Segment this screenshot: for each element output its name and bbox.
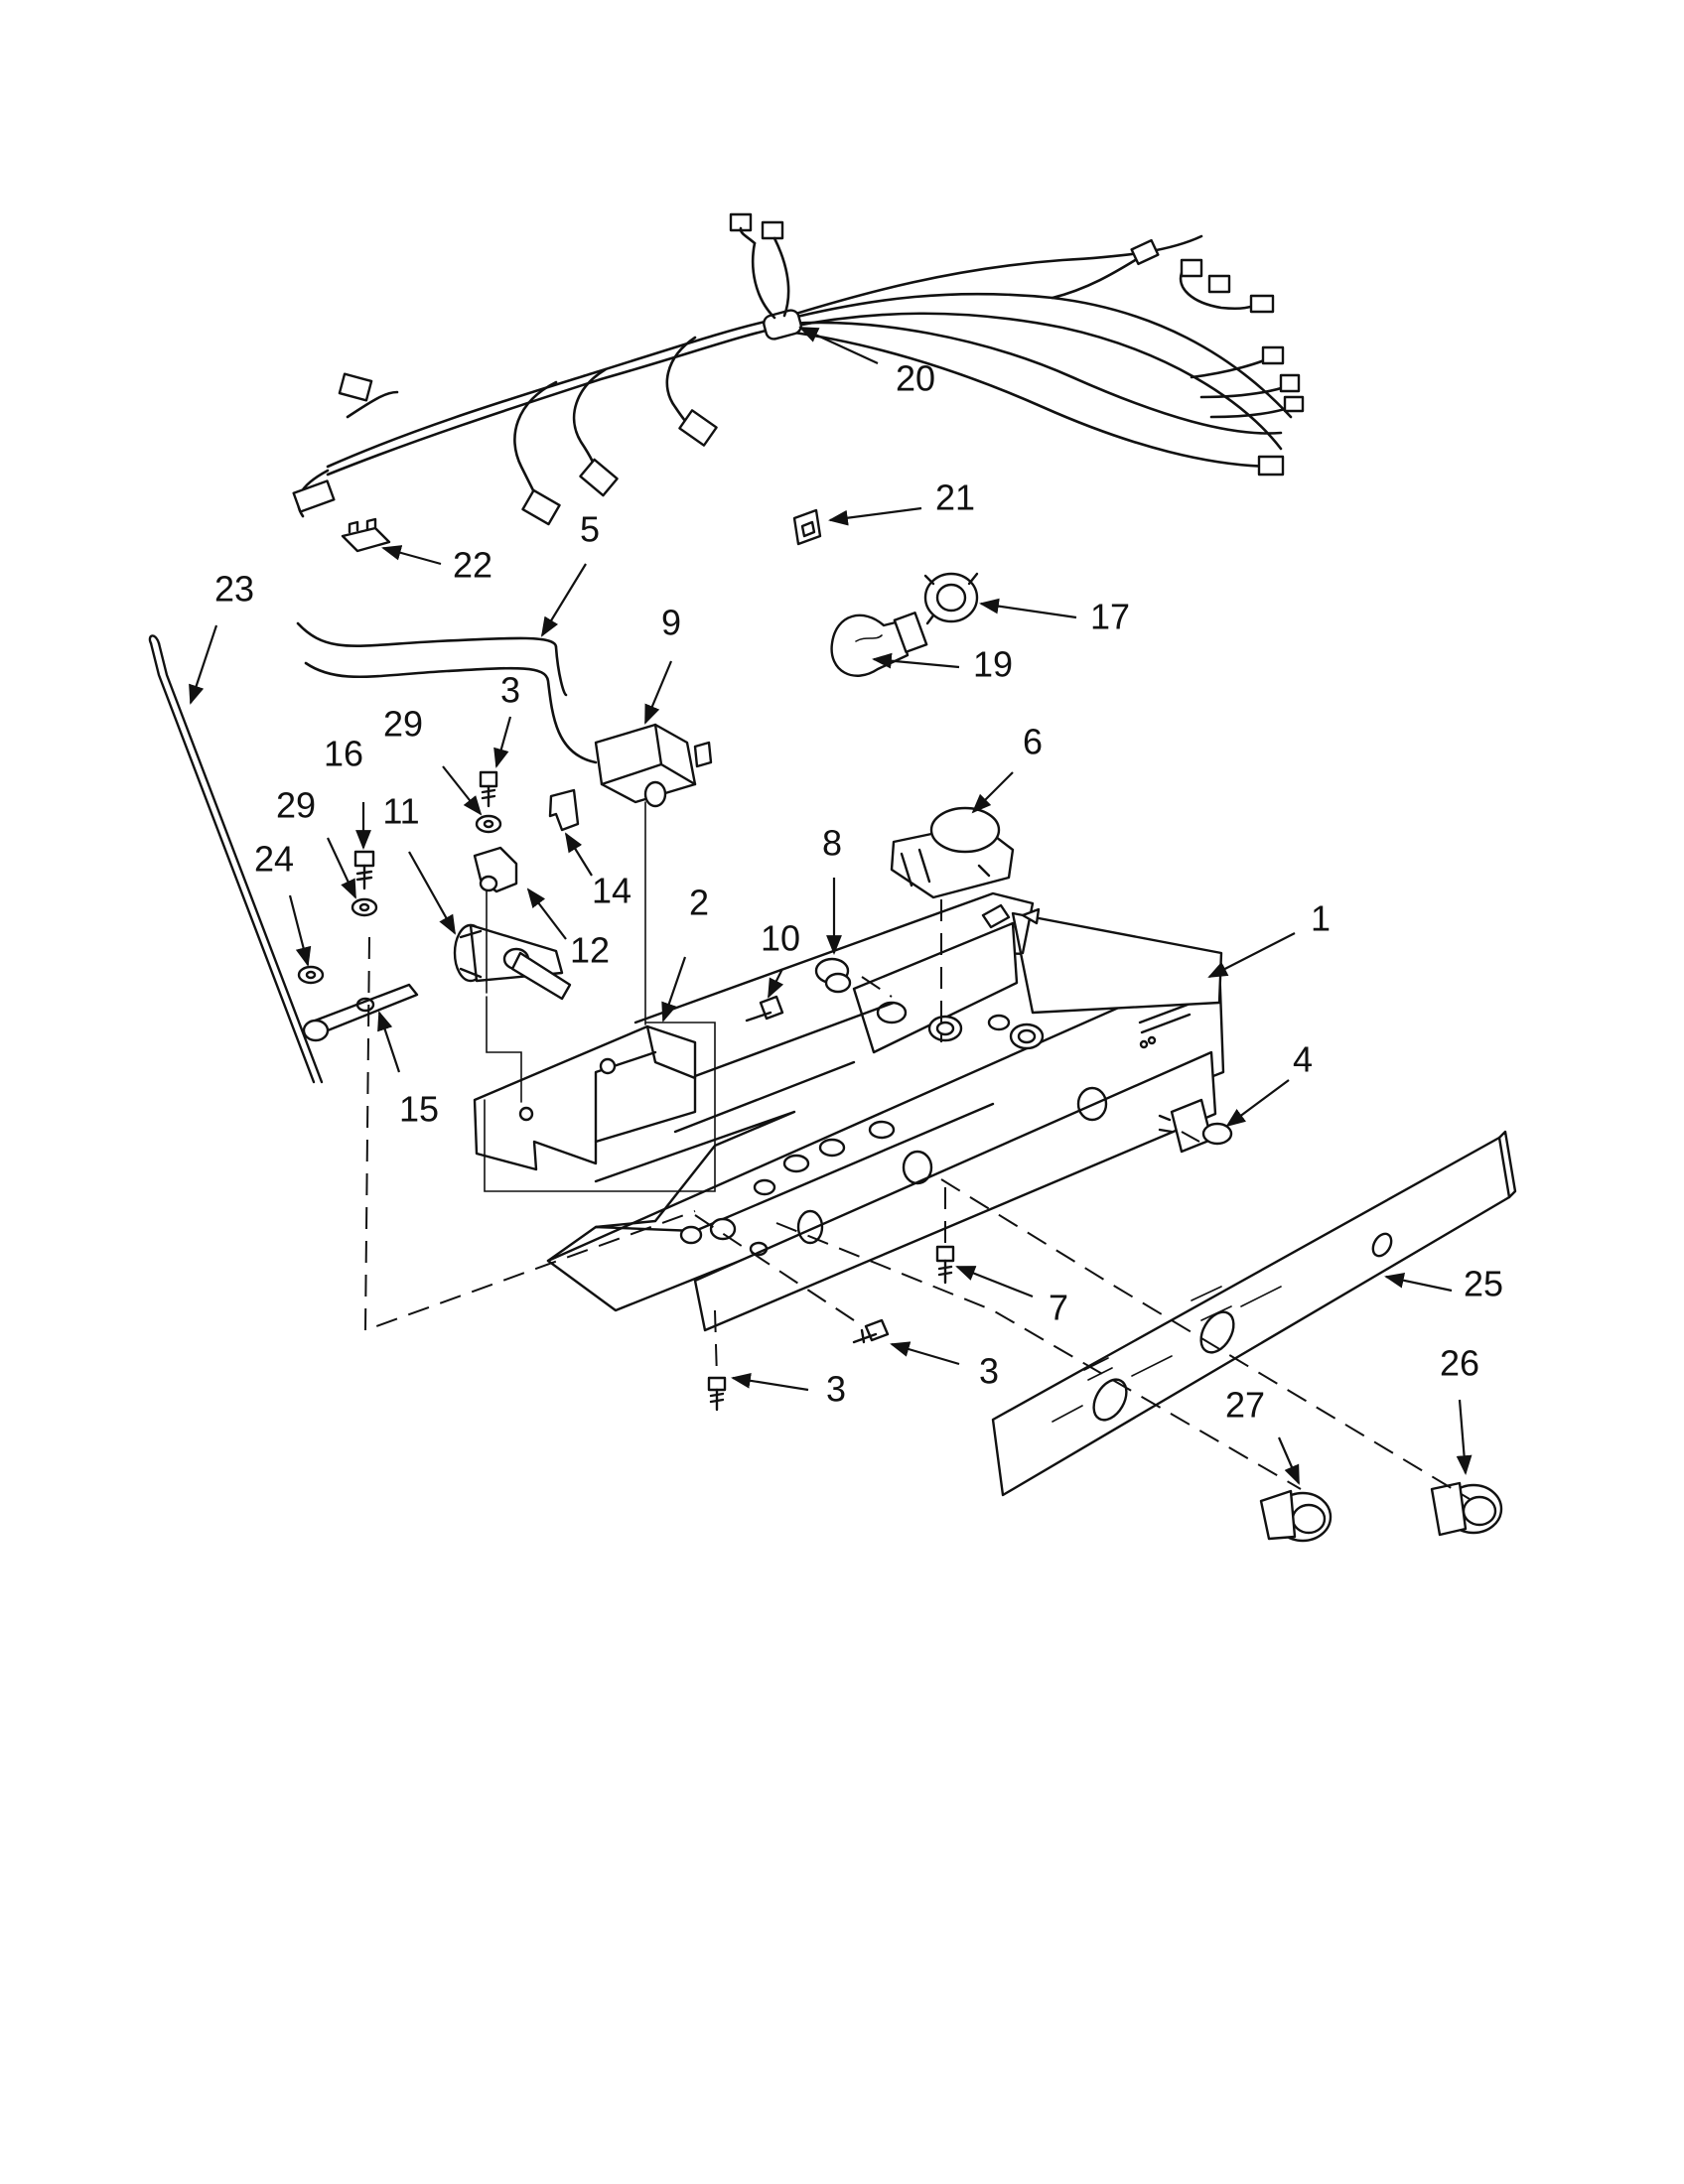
callout-3-top: 3 [500,670,520,711]
clip-21[interactable] [792,508,822,546]
screw-3-bottom-right[interactable] [852,1318,890,1344]
callout-5: 5 [580,509,600,550]
callout-29-lower: 29 [276,785,316,826]
control-panel-25[interactable] [991,1130,1517,1497]
bracket-12[interactable] [473,846,518,893]
callout-6: 6 [1023,722,1043,762]
callout-4: 4 [1293,1039,1313,1080]
capillary-tube-5[interactable] [296,621,598,764]
screw-3-bottom-left[interactable] [707,1376,727,1412]
callout-27: 27 [1225,1385,1265,1426]
callout-22: 22 [453,545,492,586]
callout-3-right: 3 [979,1351,999,1392]
control-shaft-11[interactable] [453,923,572,1001]
control-housing-1[interactable] [546,891,1225,1332]
callout-29-top: 29 [383,704,423,745]
switch-4[interactable] [1158,1098,1233,1154]
callout-25: 25 [1464,1264,1503,1304]
alignment-lines [363,801,1471,1500]
callout-9: 9 [661,603,681,643]
callout-23: 23 [214,569,254,610]
callout-2: 2 [689,883,709,923]
knob-26[interactable] [1430,1481,1503,1537]
callout-1: 1 [1311,898,1331,939]
callout-12: 12 [570,930,610,971]
callout-19: 19 [973,644,1013,685]
screw-7[interactable] [935,1245,955,1285]
clip-22[interactable] [341,517,391,553]
callout-15: 15 [399,1089,439,1130]
control-bracket-2[interactable] [473,1024,697,1171]
callout-10: 10 [761,918,800,959]
lamp-socket-17[interactable] [923,572,979,625]
callout-20: 20 [896,358,935,399]
light-bulb-19[interactable] [830,612,928,677]
screw-10[interactable] [745,995,784,1023]
washer-24[interactable] [297,965,325,985]
callout-7: 7 [1049,1288,1068,1328]
callout-24: 24 [254,839,294,880]
callout-11: 11 [382,791,419,832]
wire-harness-20[interactable] [292,212,1305,526]
washer-29-top[interactable] [475,814,502,834]
knob-27[interactable] [1259,1489,1333,1543]
callout-26: 26 [1440,1343,1479,1384]
clip-14[interactable] [548,788,580,832]
callout-3-left: 3 [826,1369,846,1410]
callout-17: 17 [1090,597,1130,637]
thermostat-9[interactable] [594,723,713,808]
screw-3-top[interactable] [479,770,498,808]
washer-29-lower[interactable] [351,897,378,917]
lever-15[interactable] [302,983,419,1042]
callout-labels: 20 21 22 5 17 19 23 9 3 29 6 8 16 29 11 … [214,358,1503,1426]
callout-21: 21 [935,478,975,518]
callout-16: 16 [324,734,363,774]
callout-14: 14 [592,871,632,911]
rod-23[interactable] [148,634,324,1084]
button-8[interactable] [814,957,852,994]
screw-16[interactable] [353,850,375,890]
defrost-timer-6[interactable] [890,806,1015,899]
leader-lines [189,327,1473,1485]
callout-8: 8 [822,823,842,864]
